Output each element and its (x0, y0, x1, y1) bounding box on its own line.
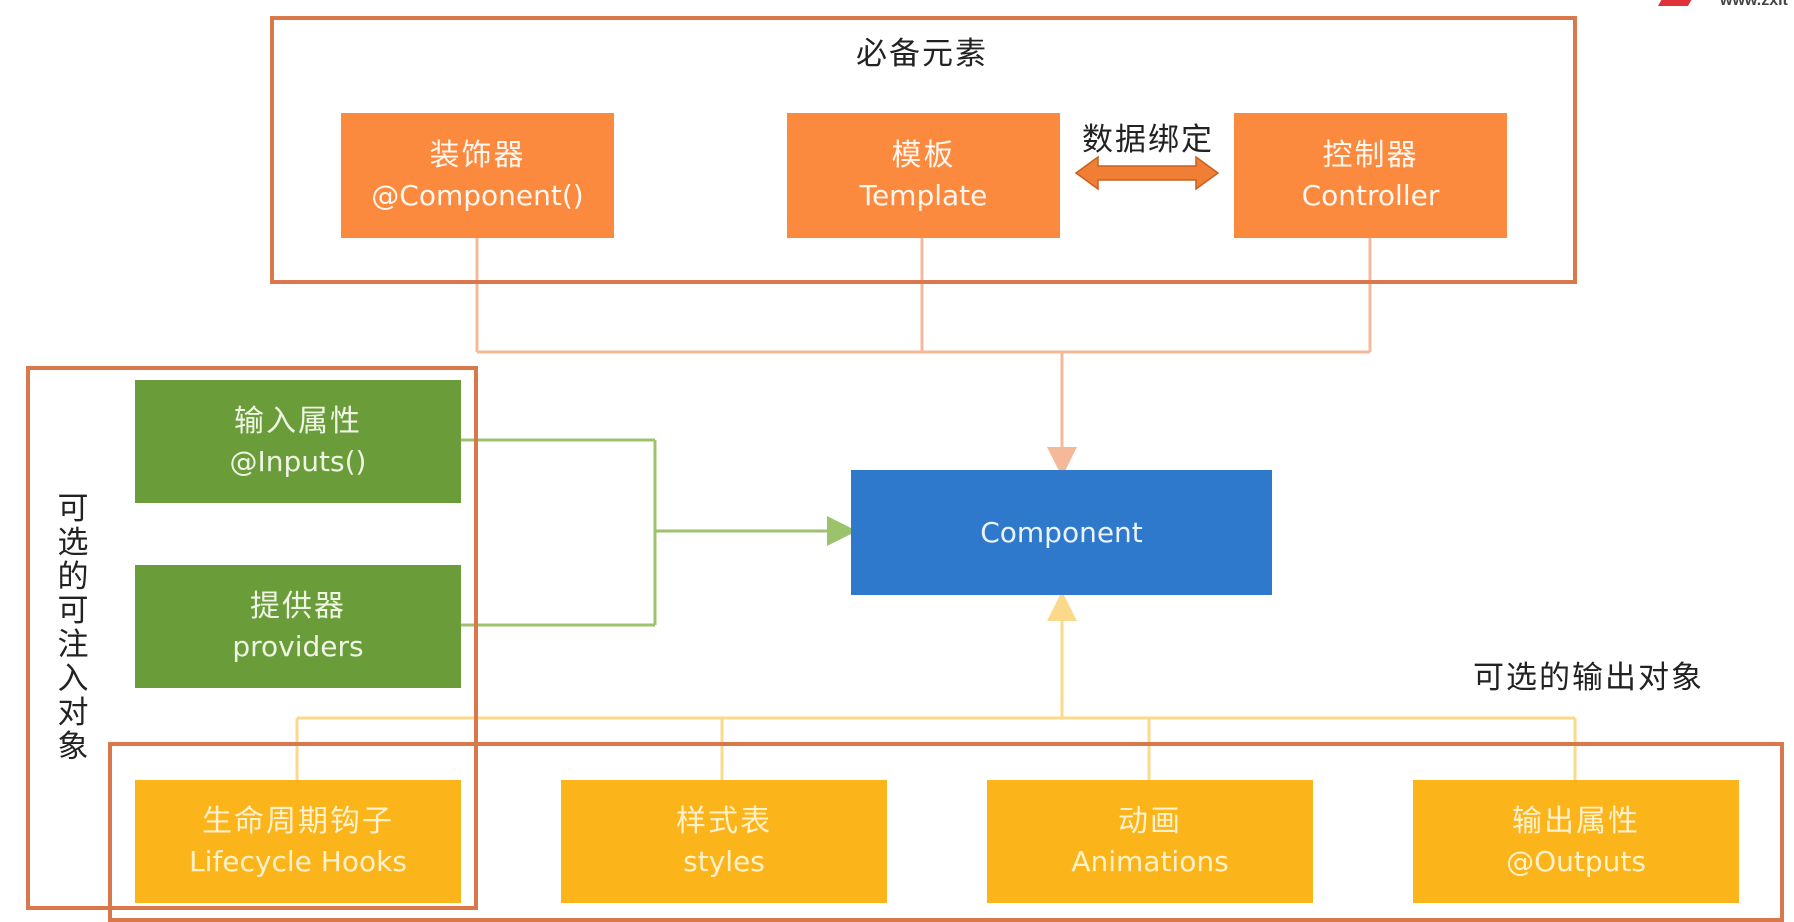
decorator-zh: 装饰器 (429, 138, 526, 174)
animations-zh: 动画 (1118, 804, 1182, 840)
controller-zh: 控制器 (1322, 138, 1419, 174)
styles-zh: 样式表 (676, 804, 772, 840)
injectable-frame (26, 366, 478, 910)
template-box: 模板 Template (787, 113, 1060, 238)
outputs-property-en: @Outputs (1506, 844, 1646, 878)
component-label: Component (980, 515, 1143, 549)
lifecycle-zh: 生命周期钩子 (202, 804, 394, 840)
animations-box: 动画 Animations (987, 780, 1313, 903)
binding-arrow (1074, 155, 1220, 191)
providers-box: 提供器 providers (135, 565, 461, 688)
outputs-property-zh: 输出属性 (1512, 804, 1640, 840)
decorator-box: 装饰器 @Component() (341, 113, 614, 238)
animations-en: Animations (1071, 844, 1229, 878)
providers-en: providers (232, 629, 364, 663)
watermark-logo: www.zxit (1654, 0, 1794, 12)
styles-box: 样式表 styles (561, 780, 887, 903)
controller-box: 控制器 Controller (1234, 113, 1507, 238)
decorator-en: @Component() (371, 178, 584, 212)
outputs-property-box: 输出属性 @Outputs (1413, 780, 1739, 903)
outputs-title: 可选的输出对象 (1473, 660, 1704, 696)
component-box: Component (851, 470, 1272, 595)
logo-mark-icon (1657, 0, 1697, 6)
lifecycle-box: 生命周期钩子 Lifecycle Hooks (135, 780, 461, 903)
template-en: Template (859, 178, 988, 212)
inputs-box: 输入属性 @Inputs() (135, 380, 461, 503)
data-binding-label: 数据绑定 (1082, 122, 1214, 158)
providers-zh: 提供器 (250, 589, 346, 625)
required-elements-frame (270, 16, 1577, 284)
lifecycle-en: Lifecycle Hooks (189, 844, 407, 878)
required-connector (475, 238, 1372, 477)
watermark-url: www.zxit (1720, 0, 1788, 9)
controller-en: Controller (1301, 178, 1440, 212)
inputs-en: @Inputs() (229, 444, 367, 478)
styles-en: styles (683, 844, 765, 878)
outputs-connector (295, 591, 1577, 780)
injectable-title: 可 选 的 可 注 入 对 象 (57, 491, 89, 765)
required-elements-title: 必备元素 (856, 36, 988, 72)
inputs-zh: 输入属性 (234, 404, 362, 440)
template-zh: 模板 (891, 138, 956, 174)
injectable-connector (460, 438, 857, 627)
